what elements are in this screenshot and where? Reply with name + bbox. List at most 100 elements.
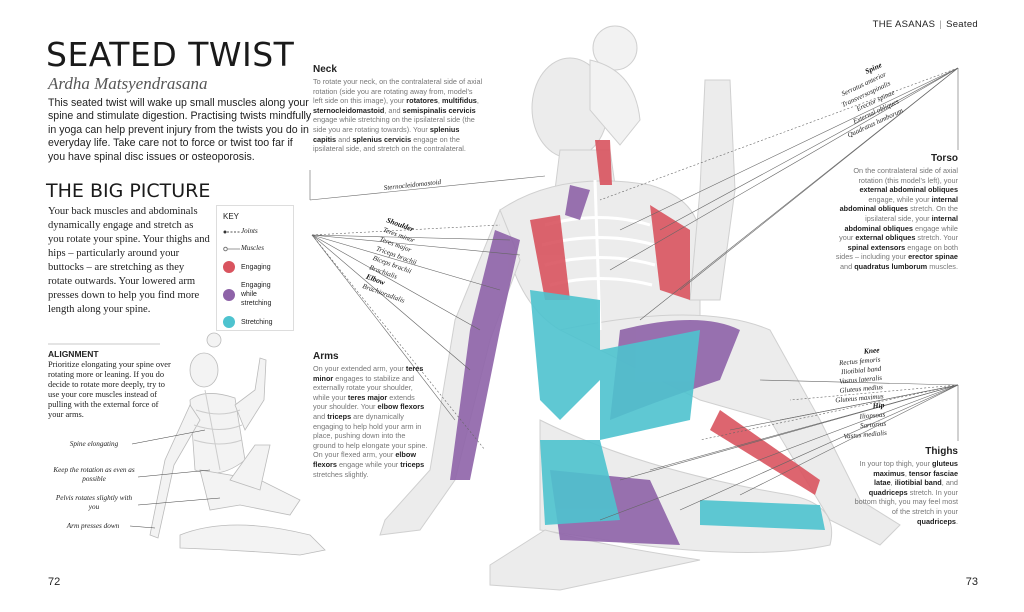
neck-heading: Neck — [313, 64, 337, 75]
muscle-term: rotatores — [406, 96, 438, 106]
engaging-stretching-swatch — [223, 288, 235, 301]
text-run: On your extended arm, your — [313, 364, 406, 373]
label-sternocleidomastoid: Sternocleidomastoid — [383, 178, 442, 192]
caption-pelvis-rotates: Pelvis rotates slightly with you — [55, 494, 133, 511]
text-run: engage on both sides – including your — [835, 242, 958, 262]
text-run: , — [476, 96, 479, 106]
text-run: and — [313, 411, 328, 421]
muscle-term: external abdominal obliques — [859, 185, 958, 195]
page-number-left: 72 — [48, 576, 61, 588]
text-run: and — [336, 134, 353, 144]
torso-section: Torso On the contralateral side of axial… — [833, 153, 958, 272]
muscle-term: splenius capitis — [313, 124, 460, 144]
muscle-term: triceps — [400, 459, 425, 469]
torso-heading: Torso — [930, 153, 958, 164]
big-picture-heading: THE BIG PICTURE — [46, 180, 211, 202]
muscle-term: internal abdominal obliques — [844, 213, 958, 233]
text-run: stretch. On the ipsilateral side, your — [865, 204, 958, 223]
muscle-term: elbow flexors — [377, 402, 425, 412]
muscle-term: tensor fasciae latae — [874, 468, 958, 488]
label-vastus-medialis: Vastus medialis — [843, 429, 887, 441]
text-run: engage, while your — [868, 194, 932, 204]
label-vastus-lateralis: Vastus lateralis — [839, 374, 883, 386]
key-title: KEY — [223, 212, 240, 221]
intro-text: This seated twist will wake up small mus… — [48, 97, 312, 163]
text-run: , and — [384, 105, 403, 115]
muscle-term: quadriceps — [868, 487, 908, 497]
text-run: On the contralateral side of axial rotat… — [853, 166, 958, 185]
muscle-term: iliotibial band — [894, 478, 942, 488]
stretching-swatch — [223, 316, 235, 328]
muscle-term: triceps — [327, 411, 352, 421]
text-run: , — [437, 96, 442, 106]
neck-text: To rotate your neck, on the contralatera… — [313, 77, 483, 154]
thighs-text: In your top thigh, your gluteus maximus,… — [853, 459, 958, 526]
muscles-engaging — [530, 140, 820, 495]
text-run: . — [955, 516, 958, 526]
text-run: In your top thigh, your — [859, 459, 933, 468]
muscle-term: quadratus lumborum — [854, 261, 928, 271]
text-run: engage while stretching on the ipsilater… — [313, 115, 475, 134]
muscle-term: spinal extensors — [847, 242, 906, 252]
text-run: extends your shoulder. Your — [313, 392, 415, 412]
text-run: stretch. Your — [915, 233, 958, 243]
key-legend: KEY Joints Muscles Engaging Engaging whi… — [216, 205, 294, 331]
key-muscles: Muscles — [223, 244, 287, 253]
caption-spine-elongating: Spine elongating — [69, 440, 119, 448]
thighs-section: Thighs In your top thigh, your gluteus m… — [853, 446, 958, 526]
label-hip: Hip — [871, 400, 885, 410]
big-picture-text: Your back muscles and abdominals dynamic… — [48, 206, 210, 315]
thigh-labels: Knee Rectus femoris Iliotibial band Vast… — [835, 345, 887, 441]
pose-sanskrit-name: Ardha Matsyendrasana — [48, 74, 208, 93]
page-number-right: 73 — [965, 576, 978, 588]
caption-arm-presses: Arm presses down — [66, 522, 120, 530]
text-run: are dynamically engaging to help hold yo… — [313, 411, 428, 460]
section-name: THE ASANAS — [872, 19, 936, 30]
label-iliotibial: Iliotibial band — [840, 365, 882, 377]
text-run: stretch. In your bottom thigh, you may f… — [854, 487, 958, 516]
text-run: engages to stabilize and externally rota… — [313, 373, 415, 402]
arms-section: Arms On your extended arm, your teres mi… — [313, 351, 428, 479]
engaging-swatch — [223, 261, 235, 273]
muscle-term: splenius cervicis — [352, 134, 412, 144]
text-run: , — [904, 468, 909, 478]
key-stretching: Stretching — [223, 316, 287, 328]
thighs-heading: Thighs — [925, 446, 958, 457]
label-gluteus-medius: Gluteus medius — [839, 383, 883, 395]
torso-labels: Spine Serratus anterior Transversospinal… — [840, 60, 904, 139]
muscle-term: sternocleidomastoid — [313, 105, 385, 115]
muscle-term: semispinalis cervicis — [402, 105, 476, 115]
muscle-term: internal abdominal obliques — [839, 194, 958, 214]
text-run: engage on the ipsilateral side, and stre… — [313, 134, 466, 154]
page-title: SEATED TWIST — [46, 35, 295, 74]
muscle-term: gluteus maximus — [873, 459, 958, 478]
alignment-text: Prioritize elongating your spine over ro… — [48, 360, 171, 419]
key-engaging-stretching: Engaging while stretching — [223, 281, 287, 308]
text-run: , and — [941, 478, 958, 488]
muscle-term: erector spinae — [908, 252, 958, 262]
muscle-term: teres major — [347, 392, 388, 402]
muscle-term: teres minor — [313, 364, 424, 383]
key-joints: Joints — [223, 227, 287, 236]
muscle-line-icon — [223, 246, 240, 251]
text-run: stretches slightly. — [313, 469, 369, 479]
subsection-name: Seated — [946, 19, 978, 30]
alignment-heading: ALIGNMENT — [48, 349, 99, 359]
muscles-stretching — [530, 290, 825, 530]
alignment-skeleton-illustration — [129, 332, 326, 556]
arms-heading: Arms — [313, 351, 339, 362]
muscle-term: elbow flexors — [313, 450, 417, 469]
alignment-divider — [48, 343, 160, 345]
text-run: , — [890, 478, 895, 488]
arm-labels: Shoulder Teres minor Teres major Triceps… — [361, 215, 417, 304]
muscle-term: multifidus — [441, 96, 477, 106]
joint-line-icon — [223, 230, 240, 233]
text-run: muscles. — [927, 261, 958, 271]
label-sartorius: Sartorius — [860, 420, 887, 430]
muscle-term: quadriceps — [917, 516, 956, 526]
text-run: engage while your — [336, 459, 401, 469]
text-run: engage while your — [839, 223, 958, 243]
text-run: and — [839, 261, 855, 271]
torso-text: On the contralateral side of axial rotat… — [833, 166, 958, 272]
